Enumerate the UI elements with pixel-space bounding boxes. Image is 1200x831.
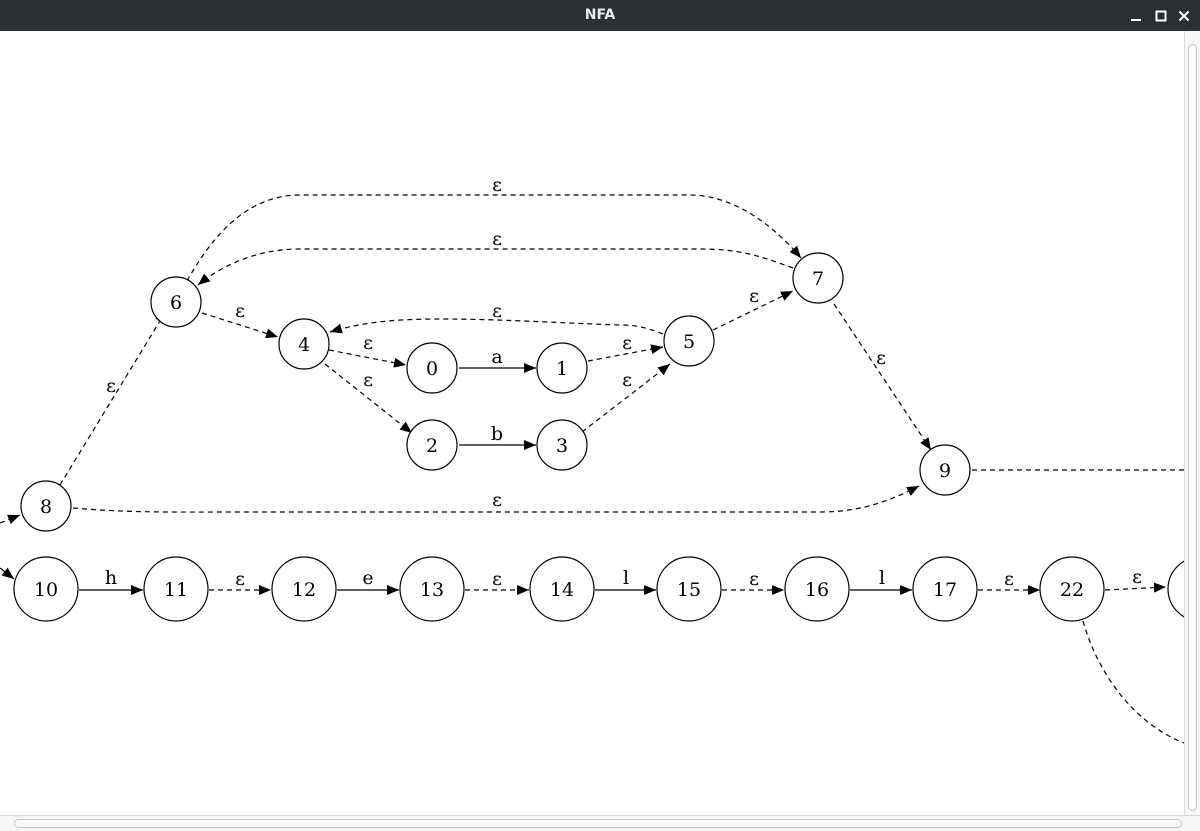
edge-label: ε	[492, 489, 502, 511]
edge-label: l	[879, 567, 885, 589]
horizontal-scroll-thumb[interactable]	[14, 819, 1182, 828]
graph-canvas[interactable]: ε ε ε ε ε ε ε ε a b ε ε ε ε h ε e ε l ε …	[0, 31, 1184, 815]
edge-6-4	[201, 312, 279, 339]
edge-8-6	[59, 310, 167, 486]
edge-5-7	[712, 290, 794, 331]
edge-label: ε	[492, 228, 502, 250]
nfa-graph: ε ε ε ε ε ε ε ε a b ε ε ε ε h ε e ε l ε …	[0, 174, 1184, 744]
edge-1-5	[587, 344, 664, 362]
state-node-6[interactable]: 6	[150, 276, 202, 328]
state-node-17[interactable]: 17	[912, 556, 978, 622]
edge-5-4	[329, 318, 664, 335]
edge-4-0	[328, 349, 407, 368]
vertical-scroll-thumb[interactable]	[1188, 44, 1197, 811]
edge-22-offscreen	[1104, 582, 1167, 593]
state-node-0[interactable]: 0	[406, 342, 458, 394]
state-node-16[interactable]: 16	[784, 556, 850, 622]
edge-label: ε	[622, 369, 632, 391]
edge-incoming-10	[0, 567, 15, 580]
node-label: 12	[292, 579, 316, 601]
edge-label: ε	[749, 285, 759, 307]
edge-label: ε	[363, 369, 373, 391]
node-label: 13	[420, 579, 444, 601]
edge-label: ε	[1132, 566, 1142, 588]
node-label: 16	[805, 579, 829, 601]
state-node-2[interactable]: 2	[406, 419, 458, 471]
edge-label: ε	[106, 375, 116, 397]
edge-7-9	[833, 303, 932, 451]
edge-label: ε	[1004, 568, 1014, 590]
edge-label: ε	[235, 300, 245, 322]
edge-7-6	[197, 248, 794, 286]
edge-label: ε	[622, 332, 632, 354]
node-label: 0	[426, 358, 438, 380]
edge-8-9	[72, 485, 920, 513]
horizontal-scrollbar[interactable]	[0, 815, 1200, 831]
node-label: 14	[550, 579, 574, 601]
vertical-scrollbar[interactable]	[1184, 31, 1200, 815]
edge-label: a	[491, 346, 502, 368]
state-node-5[interactable]: 5	[663, 315, 715, 367]
state-node-9[interactable]: 9	[919, 444, 971, 496]
edge-3-5	[581, 363, 671, 433]
edge-label: b	[491, 423, 503, 445]
node-label: 9	[939, 460, 951, 482]
state-node-14[interactable]: 14	[529, 556, 595, 622]
node-label: 7	[812, 268, 824, 290]
state-node-22[interactable]: 22	[1039, 556, 1105, 622]
edge-label: ε	[492, 300, 502, 322]
state-node-11[interactable]: 11	[143, 556, 209, 622]
node-label: 4	[298, 334, 310, 356]
state-node-partial[interactable]	[1167, 557, 1184, 621]
maximize-icon[interactable]	[1153, 8, 1169, 24]
state-node-15[interactable]: 15	[656, 556, 722, 622]
state-node-3[interactable]: 3	[536, 419, 588, 471]
node-label: 11	[164, 579, 188, 601]
node-label: 15	[677, 579, 701, 601]
state-node-12[interactable]: 12	[271, 556, 337, 622]
node-label: 22	[1060, 579, 1084, 601]
edge-label: ε	[749, 568, 759, 590]
node-label: 6	[170, 292, 182, 314]
minimize-icon[interactable]	[1128, 8, 1144, 24]
edge-label: h	[105, 567, 117, 589]
node-label: 1	[556, 358, 568, 380]
node-label: 8	[40, 496, 52, 518]
state-node-8[interactable]: 8	[20, 480, 72, 532]
state-node-7[interactable]: 7	[792, 252, 844, 304]
edge-label: ε	[235, 568, 245, 590]
state-node-13[interactable]: 13	[399, 556, 465, 622]
edge-label: ε	[492, 568, 502, 590]
state-node-1[interactable]: 1	[536, 342, 588, 394]
node-label: 2	[426, 435, 438, 457]
node-label: 10	[34, 579, 58, 601]
node-label: 17	[933, 579, 957, 601]
edge-label: l	[623, 567, 629, 589]
edge-22-down	[1082, 620, 1184, 744]
state-node-4[interactable]: 4	[278, 318, 330, 370]
edge-label: ε	[492, 174, 502, 196]
edge-label: ε	[876, 347, 886, 369]
state-node-10[interactable]: 10	[13, 556, 79, 622]
edge-label: e	[362, 567, 373, 589]
edge-incoming-8	[0, 514, 21, 525]
close-icon[interactable]	[1176, 8, 1192, 24]
window-title: NFA	[584, 7, 616, 23]
window-titlebar: NFA	[0, 0, 1200, 31]
edge-label: ε	[363, 332, 373, 354]
edge-6-7	[186, 194, 802, 282]
node-label: 3	[556, 435, 568, 457]
edge-4-2	[324, 363, 413, 434]
node-label: 5	[683, 331, 695, 353]
